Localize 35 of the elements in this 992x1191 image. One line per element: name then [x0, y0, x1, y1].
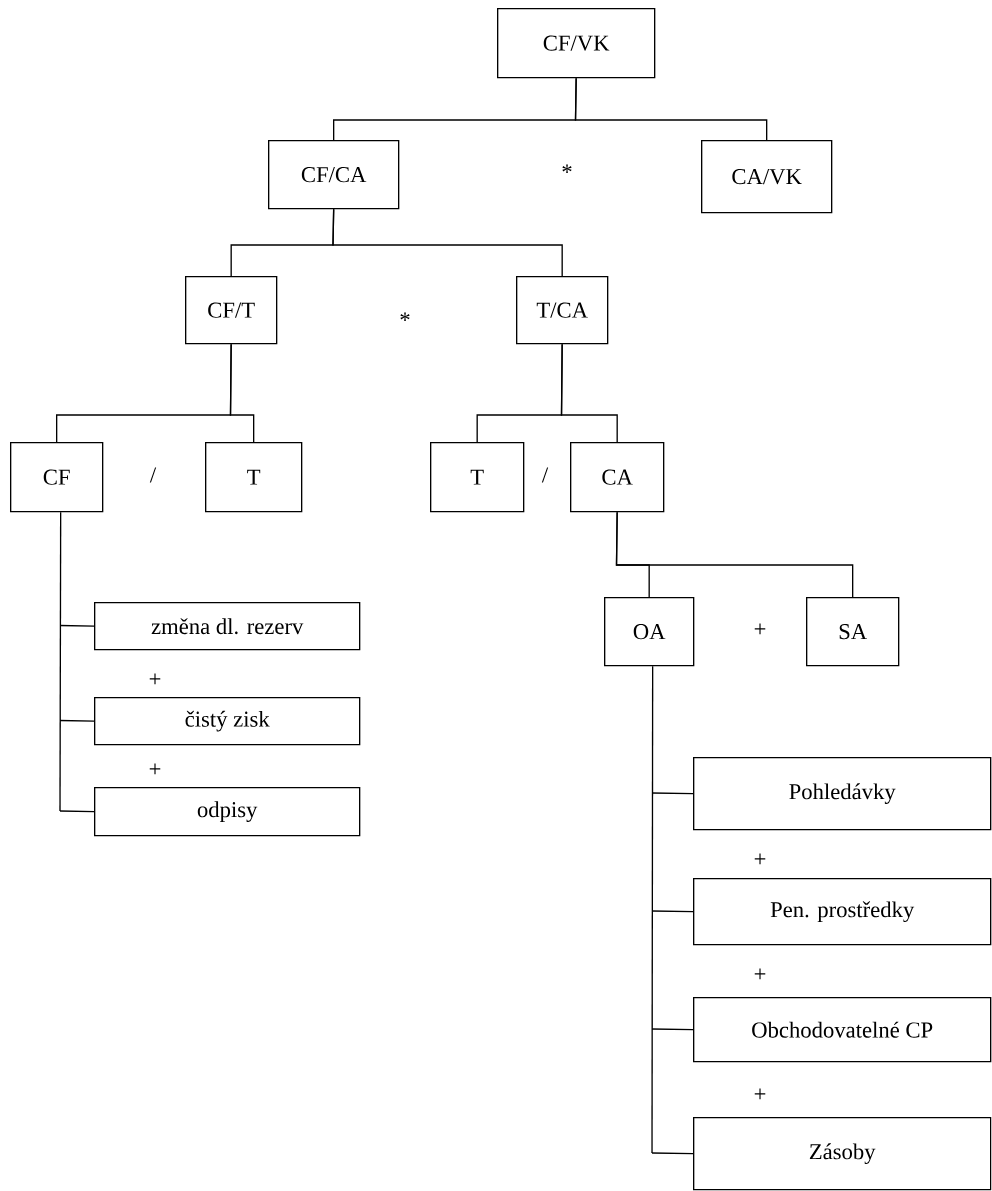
box: CA [570, 442, 665, 513]
box: OA [604, 597, 695, 667]
operator-sign: + [149, 673, 161, 685]
operator-sign: + [754, 853, 766, 865]
box: čistý zisk [94, 697, 361, 746]
connector-line [229, 343, 255, 443]
box: T [205, 442, 303, 513]
box: T/CA [516, 276, 609, 345]
connector-line [615, 511, 854, 598]
box: Pohledávky [693, 757, 992, 831]
box: CF/VK [497, 8, 656, 79]
box: Pen. prostředky [693, 878, 992, 946]
operator-sign: / [149, 467, 157, 483]
bracket-connector [651, 665, 694, 1155]
box: CA/VK [701, 140, 833, 214]
connector-line [574, 77, 768, 141]
box: Zásoby [693, 1117, 992, 1191]
connector-line [332, 208, 563, 277]
operator-sign: + [754, 1088, 766, 1100]
box: SA [806, 597, 900, 667]
connector-line [560, 343, 618, 443]
box: CF/CA [268, 140, 400, 210]
box: CF [10, 442, 104, 513]
box: T [430, 442, 525, 513]
operator-sign: / [541, 467, 549, 483]
operator-sign: + [754, 623, 766, 635]
operator-sign: * [562, 164, 572, 173]
operator-sign: + [754, 968, 766, 980]
box: Obchodovatelné CP [693, 997, 992, 1063]
box: CF/T [185, 276, 278, 345]
operator-sign: * [400, 312, 410, 321]
operator-sign: + [149, 763, 161, 775]
box: změna dl. rezerv [94, 602, 361, 651]
bracket-connector [59, 511, 95, 813]
box: odpisy [94, 787, 361, 837]
